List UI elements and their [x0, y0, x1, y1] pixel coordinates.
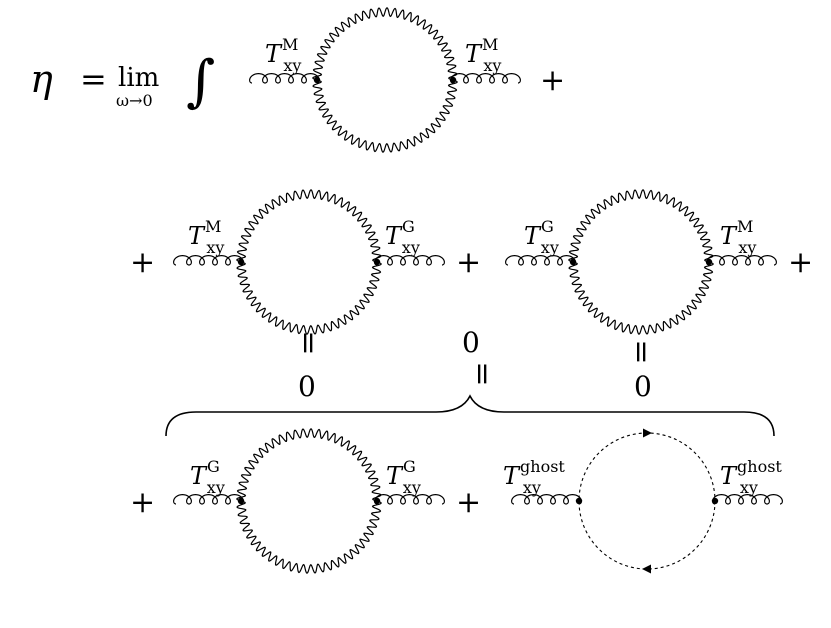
vertical-equals-left: =	[291, 330, 326, 355]
zero-left: 0	[298, 370, 316, 403]
gluon-loop	[568, 189, 714, 335]
plus-sign: +	[788, 245, 813, 280]
external-gluon-right	[374, 255, 445, 266]
plus-sign: +	[540, 63, 565, 98]
vertex-dot-right	[373, 497, 381, 505]
equals-sign: =	[80, 60, 107, 98]
external-gluon-left	[505, 255, 576, 266]
zero-center: 0	[462, 326, 480, 359]
vertex-dot-right	[373, 258, 381, 266]
gluon-loop	[312, 7, 458, 153]
ghost-loop	[578, 432, 716, 570]
vertex-dot-right	[449, 76, 457, 84]
external-gluon-left	[249, 73, 320, 84]
vertex-dot-left	[569, 258, 577, 266]
plus-sign: +	[130, 485, 155, 520]
limit-subscript: ω→0	[116, 91, 153, 110]
plus-sign: +	[456, 245, 481, 280]
external-gluon-right	[712, 494, 783, 505]
integral-sign: ∫	[186, 49, 215, 114]
vertex-dot-right	[711, 497, 719, 505]
external-gluon-right	[450, 73, 521, 84]
vertical-equals-right: =	[624, 339, 659, 364]
zero-right: 0	[634, 370, 652, 403]
external-gluon-left	[173, 494, 244, 505]
plus-sign: +	[130, 245, 155, 280]
vertex-dot-right	[705, 258, 713, 266]
eta-symbol: η	[30, 57, 53, 101]
vertex-dot-left	[237, 497, 245, 505]
external-gluon-right	[374, 494, 445, 505]
vertical-equals-center: =	[465, 361, 500, 386]
gluon-loop	[236, 428, 382, 574]
external-gluon-right	[706, 255, 777, 266]
underbrace	[165, 394, 775, 437]
vertex-dot-left	[575, 497, 583, 505]
external-gluon-left	[511, 494, 582, 505]
ghost-arrow-bottom-icon	[642, 564, 651, 574]
external-gluon-left	[173, 255, 244, 266]
plus-sign: +	[456, 485, 481, 520]
vertex-dot-left	[237, 258, 245, 266]
limit-operator: lim	[118, 63, 159, 93]
ghost-arrow-top-icon	[643, 428, 652, 438]
vertex-dot-left	[313, 76, 321, 84]
gluon-loop	[236, 189, 382, 335]
